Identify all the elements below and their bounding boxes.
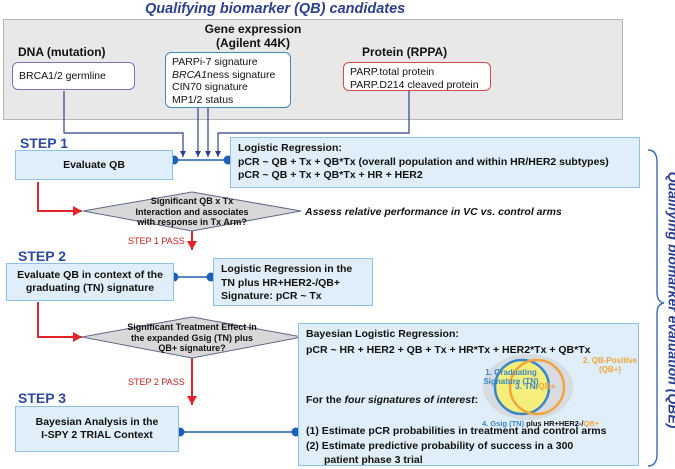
protein-box: PARP.total protein PARP.D214 cleaved pro…	[343, 62, 491, 91]
gene-item-brca1ness: BRCA1ness signature	[172, 69, 284, 82]
venn-label-3a: 3. TN/	[515, 381, 539, 391]
bayes-item2b: patient phase 3 trial	[324, 453, 423, 466]
step2-box-line1: Evaluate QB in context of the	[17, 269, 163, 281]
step2-box: Evaluate QB in context of the graduating…	[6, 263, 174, 301]
qbe-bracket	[647, 149, 665, 467]
bayes-for-italic: four signatures of interest	[344, 394, 475, 406]
step3-box: Bayesian Analysis in the I-SPY 2 TRIAL C…	[15, 406, 179, 452]
protein-item-cleaved: PARP.D214 cleaved protein	[350, 78, 479, 91]
venn-circle-tn	[493, 358, 551, 416]
lr2-line3: Signature: pCR ~ Tx	[221, 290, 322, 302]
decision-2-text: Significant Treatment Effect in the expa…	[108, 322, 276, 354]
arrow-step2-decision	[37, 302, 82, 342]
step3-box-line1: Bayesian Analysis in the	[35, 416, 159, 428]
step1-box: Evaluate QB	[15, 150, 173, 180]
venn-label-2: 2. QB-Positive (QB+)	[580, 356, 640, 374]
page-title: Qualifying biomarker (QB) candidates	[145, 1, 406, 17]
gene-header: Gene expression (Agilent 44K)	[177, 22, 329, 50]
side-title: Qualifying biomarker evaluation (QBE)	[665, 171, 675, 429]
venn-diagram	[483, 354, 573, 420]
venn-label-4: 4. Gsig (TN) plus HR+HER2-/QB+	[482, 419, 599, 428]
dna-line	[63, 91, 186, 157]
bayes-formula: pCR ~ HR + HER2 + QB + Tx + HR*Tx + HER2…	[306, 343, 591, 356]
step3-box-line2: I-SPY 2 TRIAL Context	[41, 429, 153, 441]
gene-item-cin70: CIN70 signature	[172, 81, 248, 93]
protein-line	[215, 91, 410, 157]
venn-label-3: 3. TN/QB+	[515, 381, 556, 391]
gene-item-ness: ness signature	[207, 68, 276, 81]
decision-2-line3: QB+ signature?	[158, 343, 226, 353]
lr2-line1: Logistic Regression in the	[221, 263, 353, 275]
logistic-regression-tn-box: Logistic Regression in the TN plus HR+HE…	[213, 258, 373, 306]
lr1-formula-2: pCR ~ QB + Tx + QB*Tx + HR + HER2	[238, 169, 423, 181]
step1-pass-label: STEP 1 PASS	[128, 236, 185, 246]
venn-label-1-line2: Signature (TN)	[483, 377, 539, 386]
dna-box: BRCA1/2 germline	[12, 62, 135, 90]
decision-2-line2: the expanded Gsig (TN) plus	[130, 332, 253, 343]
side-title-wrap: Qualifying biomarker evaluation (QBE)	[548, 172, 675, 429]
venn-label-2-line1: 2. QB-Positive	[582, 356, 638, 365]
bayes-item1: (1) Estimate pCR probabilities in treatm…	[306, 424, 607, 437]
bayes-item2a: (2) Estimate predictive probability of s…	[306, 440, 574, 452]
decision-diamond-2	[81, 316, 303, 359]
decision-1-line1: Significant QB x Tx	[150, 196, 234, 206]
gene-item-mp12: MP1/2 status	[172, 93, 234, 106]
venn-label-3b: QB+	[538, 381, 556, 391]
lr1-formula-1: pCR ~ QB + Tx + QB*Tx (overall populatio…	[238, 155, 609, 168]
step2-label: STEP 2	[18, 248, 66, 264]
lr1-title: Logistic Regression:	[238, 142, 342, 154]
bayes-for-prefix: For the	[306, 394, 345, 406]
bayes-for-suffix: :	[474, 394, 479, 406]
bayes-for-line: For the four signatures of interest:	[306, 394, 631, 408]
arrow-step1-decision	[37, 182, 82, 216]
gene-item-brca1-italic: BRCA1	[172, 68, 208, 81]
assess-text: Assess relative performance in VC vs. co…	[305, 206, 562, 218]
gene-item-parpi7: PARPi-7 signature	[172, 56, 258, 68]
decision-1-line2: Interaction and associates	[135, 206, 249, 217]
bayesian-box: Bayesian Logistic Regression: pCR ~ HR +…	[298, 323, 639, 466]
gene-header-sub: (Agilent 44K)	[215, 36, 290, 50]
venn-label-4b: plus HR+HER2-/	[524, 419, 584, 428]
lr2-line2: TN plus HR+HER2-/QB+	[221, 276, 341, 289]
gene-header-main: Gene expression	[204, 22, 302, 36]
venn-label-1-line1: 1. Graduating	[485, 368, 537, 377]
logistic-regression-box: Logistic Regression: pCR ~ QB + Tx + QB*…	[230, 137, 640, 188]
venn-label-2-line2: (QB+)	[599, 365, 621, 374]
bayes-title: Bayesian Logistic Regression:	[306, 328, 459, 340]
venn-label-1: 1. Graduating Signature (TN)	[481, 368, 541, 386]
step1-label: STEP 1	[20, 135, 68, 151]
candidate-lines	[63, 91, 410, 157]
protein-item-total: PARP.total protein	[350, 66, 435, 78]
dna-item: BRCA1/2 germline	[19, 70, 106, 82]
red-arrows	[37, 182, 197, 405]
venn-label-4a: 4. Gsig (TN)	[482, 419, 525, 428]
gene-box: PARPi-7 signature BRCA1ness signature CI…	[165, 52, 291, 108]
decision-diamond-1	[82, 191, 302, 232]
decision-2-line1: Significant Treatment Effect in	[127, 322, 257, 332]
dna-header: DNA (mutation)	[18, 45, 106, 59]
blue-connectors	[174, 159, 296, 433]
step2-box-line2: graduating (TN) signature	[25, 282, 155, 294]
venn-label-4c: QB+	[583, 419, 600, 428]
decision-1-text: Significant QB x Tx Interaction and asso…	[112, 196, 272, 228]
step2-pass-label: STEP 2 PASS	[128, 377, 185, 387]
venn-circle-qb	[508, 358, 566, 416]
step3-label: STEP 3	[18, 390, 66, 406]
protein-header: Protein (RPPA)	[362, 45, 448, 59]
decision-1-line3: with response in Tx Arm?	[137, 217, 247, 227]
